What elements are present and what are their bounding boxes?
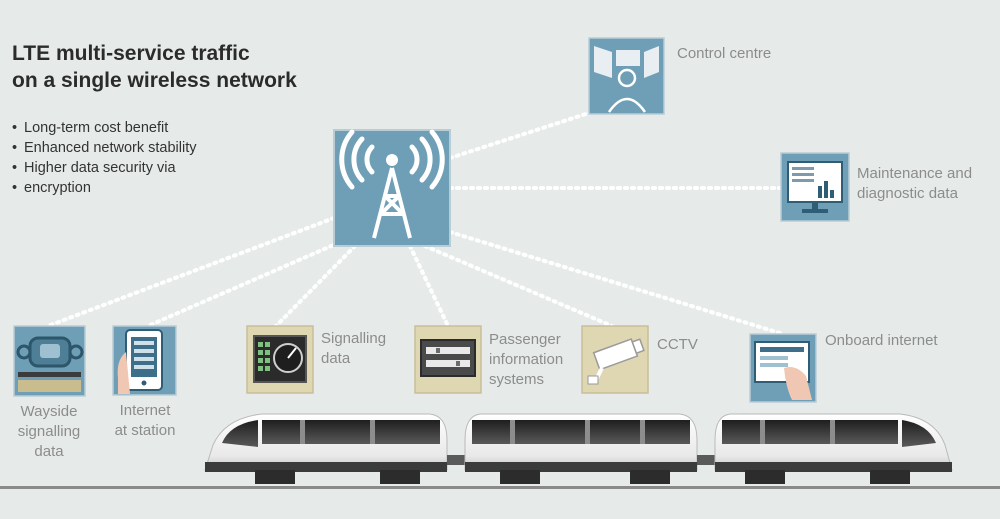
passenger-info-display-icon [414, 325, 482, 394]
link-signalling [274, 244, 357, 328]
connection-lines [46, 110, 785, 336]
signalling-panel-icon [246, 325, 314, 394]
lte-tower-icon [333, 129, 451, 247]
track-line [0, 486, 1000, 489]
control-centre-icon [588, 37, 665, 115]
list-item-continued: encryption [12, 178, 242, 198]
wayside-label: Wayside signalling data [4, 402, 94, 462]
label-line: Passenger [489, 331, 561, 348]
train-car-3 [714, 413, 953, 484]
cctv-label: CCTV [657, 335, 698, 355]
cctv-camera-icon [581, 325, 649, 394]
control-centre-label: Control centre [677, 44, 771, 64]
title-line-2: on a single wireless network [12, 69, 297, 92]
maintenance-label: Maintenance and diagnostic data [857, 164, 972, 204]
link-passenger-info [408, 244, 450, 328]
train-car-2 [464, 413, 698, 484]
link-onboard-internet [448, 230, 785, 336]
passenger-info-label: Passenger information systems [489, 330, 563, 390]
signalling-label: Signalling data [321, 329, 386, 369]
maintenance-monitor-icon [780, 152, 850, 222]
label-line: Onboard internet [825, 332, 938, 349]
list-item: Long-term cost benefit [12, 118, 242, 138]
label-line: information [489, 351, 564, 368]
benefits-list: Long-term cost benefit Enhanced network … [12, 118, 242, 198]
label-line: Signalling [321, 330, 387, 347]
list-item: Higher data security via [12, 158, 242, 178]
train [204, 413, 953, 484]
label-line: data [321, 350, 351, 367]
label-line: at station [114, 422, 176, 439]
label-line: Internet [119, 402, 171, 419]
link-cctv [423, 244, 614, 328]
label-line: signalling [17, 423, 81, 440]
wayside-signalling-icon [13, 325, 86, 397]
title-line-1: LTE multi-service traffic [12, 42, 250, 65]
onboard-internet-tablet-icon [749, 333, 817, 403]
label-line: data [34, 443, 64, 460]
phone-icon [112, 325, 177, 396]
page-title: LTE multi-service traffic on a single wi… [12, 40, 372, 94]
label-line: Wayside [20, 403, 78, 420]
label-line: Maintenance and [857, 165, 973, 182]
train-car-1 [204, 413, 448, 484]
list-item: Enhanced network stability [12, 138, 242, 158]
link-wayside [46, 216, 336, 328]
internet-station-label: Internet at station [100, 401, 190, 441]
link-internet-station [146, 238, 347, 328]
label-line: diagnostic data [857, 185, 958, 202]
label-line: Control centre [677, 45, 772, 62]
onboard-internet-label: Onboard internet [825, 331, 938, 351]
label-line: CCTV [657, 336, 698, 353]
link-control-centre [448, 110, 594, 160]
label-line: systems [489, 371, 545, 388]
